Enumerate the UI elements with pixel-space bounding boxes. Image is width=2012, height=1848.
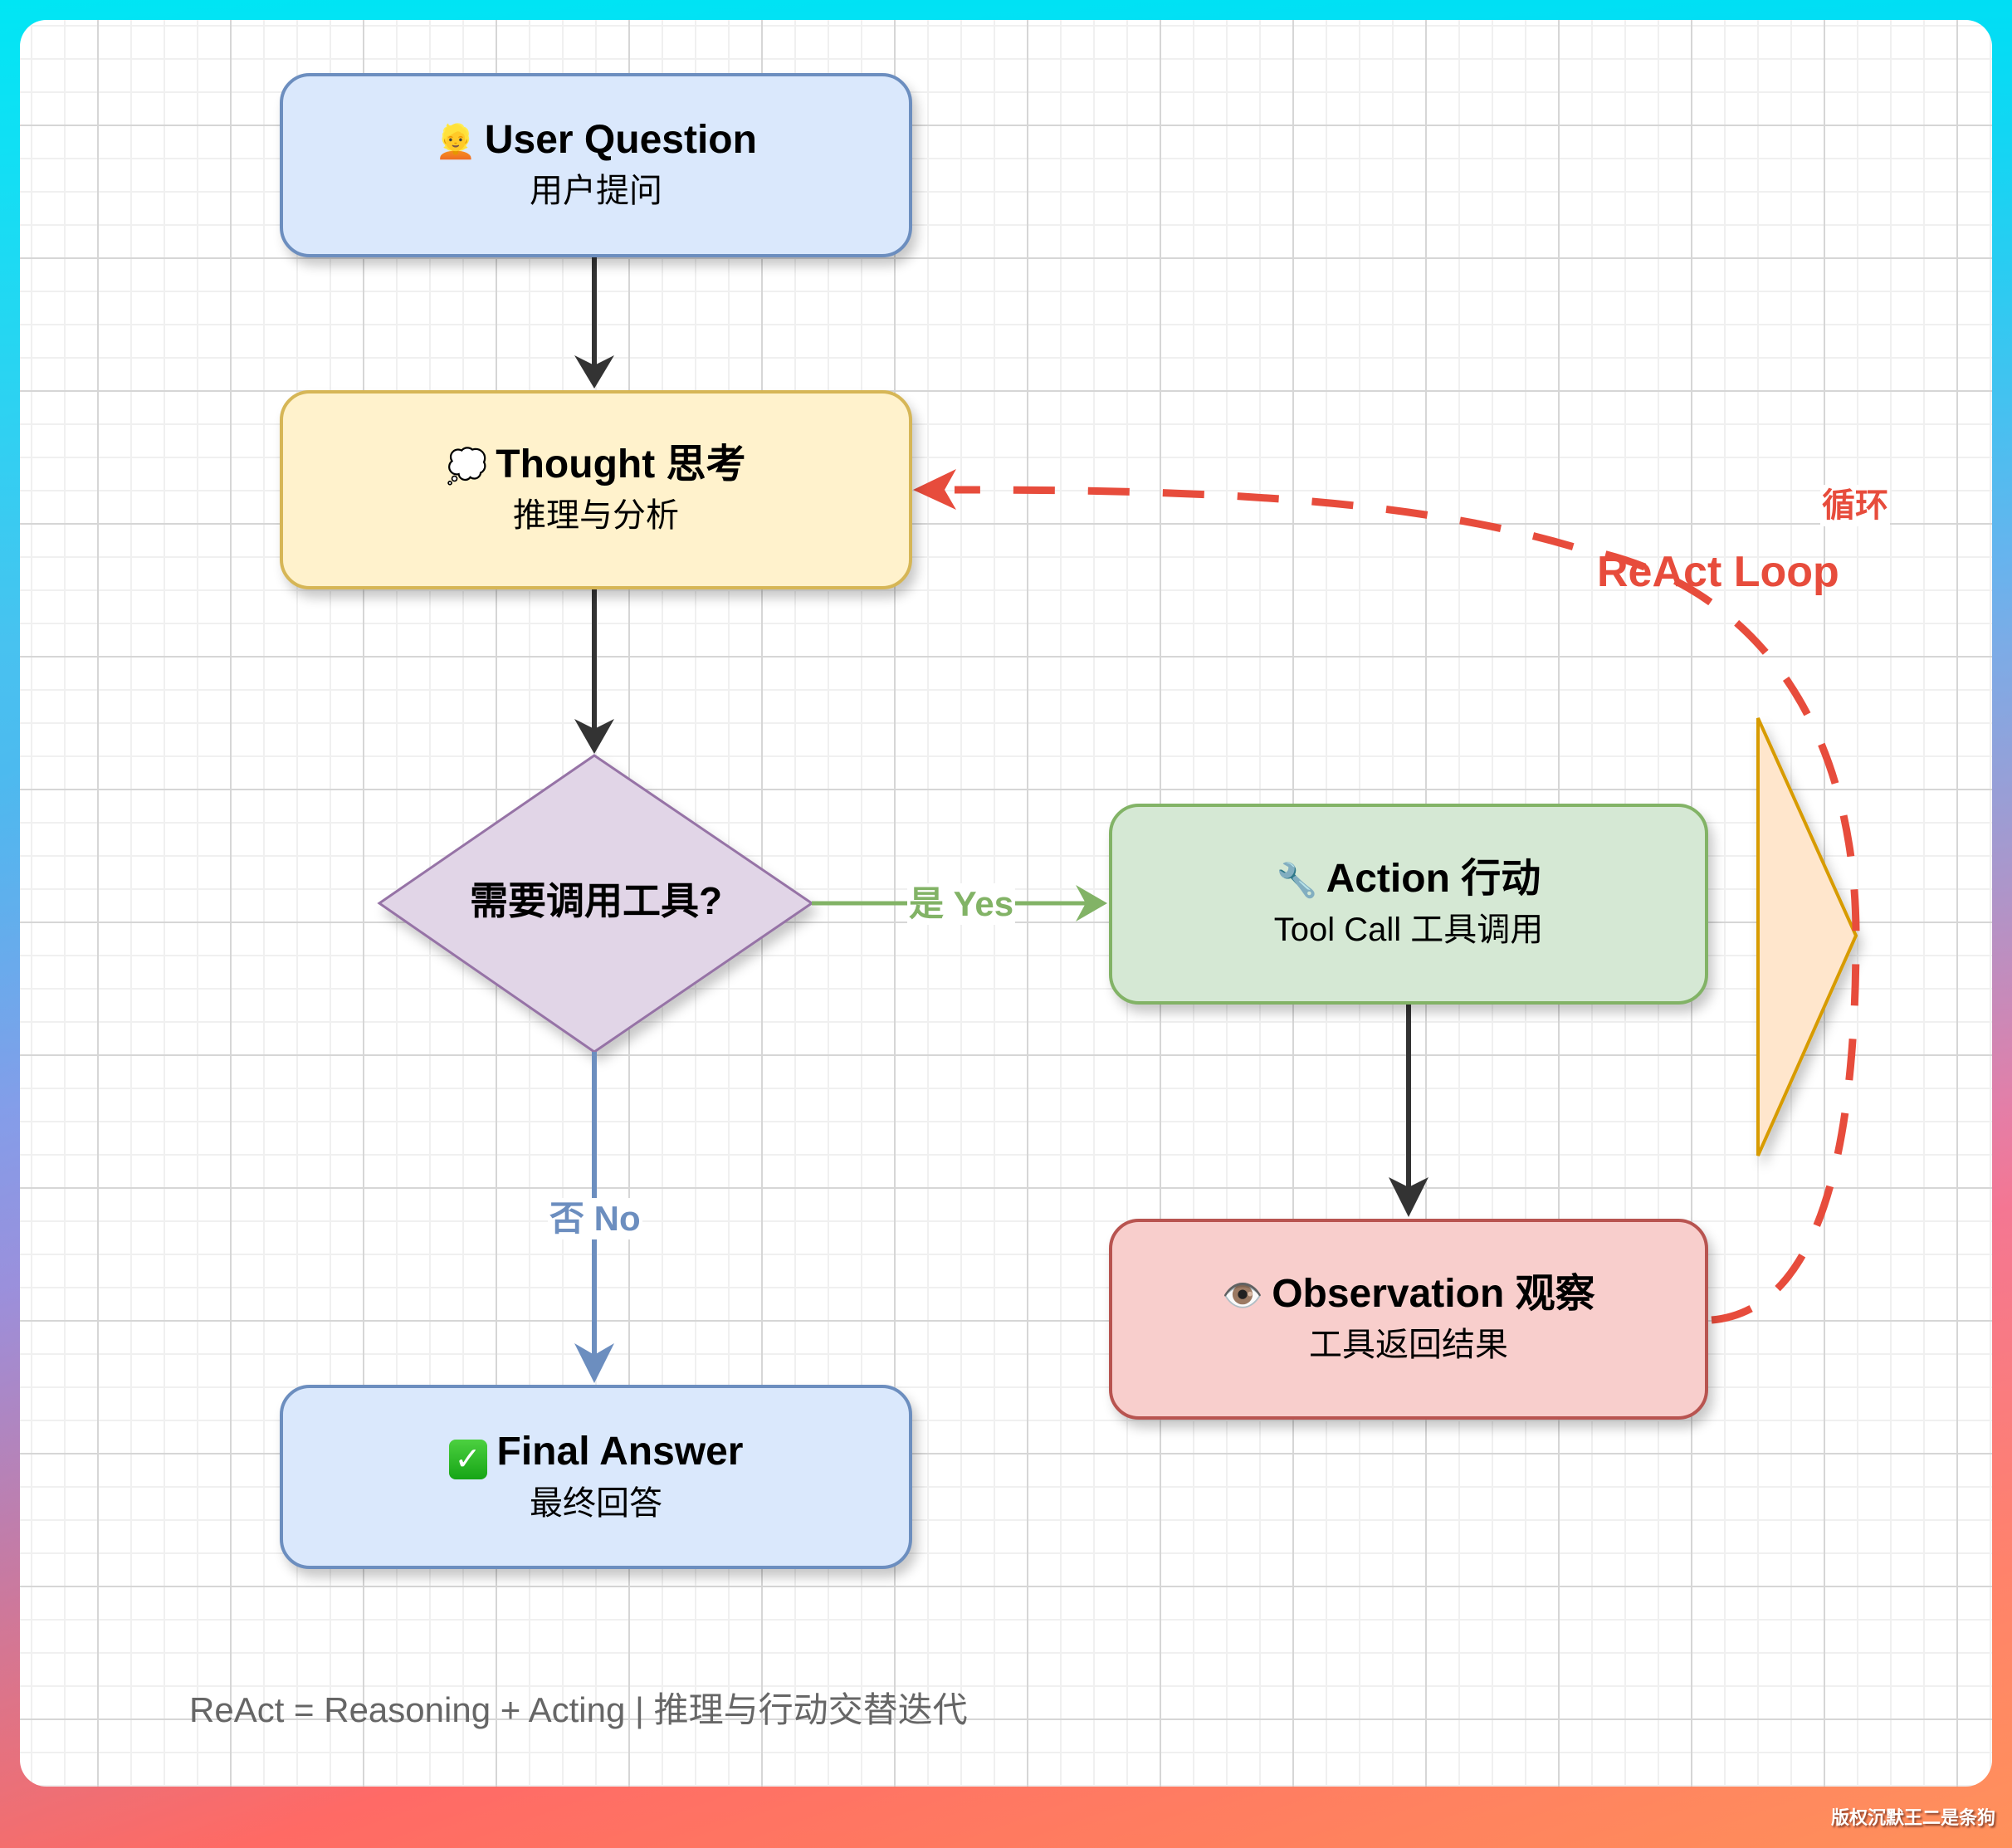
node-title: 👁️Observation 观察: [1222, 1272, 1595, 1316]
node-title: 🔧Action 行动: [1276, 857, 1541, 901]
edge-label-loop-en: ReAct Loop: [1597, 548, 1839, 596]
edge-react-loop: [913, 469, 1860, 1324]
node-action[interactable]: 🔧Action 行动 Tool Call 工具调用: [1109, 804, 1708, 1005]
edge-label-no: 否 No: [548, 1198, 642, 1239]
node-subtitle: 工具返回结果: [1309, 1327, 1508, 1363]
arrowhead-icon: [1389, 1177, 1428, 1217]
node-subtitle: Tool Call 工具调用: [1273, 912, 1544, 948]
node-observation[interactable]: 👁️Observation 观察 工具返回结果: [1109, 1219, 1708, 1420]
node-subtitle: 推理与分析: [513, 497, 679, 534]
watermark: 版权沉默王二是条狗: [1830, 1807, 1995, 1828]
loop-marker-triangle: [1756, 717, 1858, 1156]
node-subtitle: 最终回答: [530, 1484, 662, 1522]
check-mark-icon: ✓: [448, 1439, 487, 1479]
arrowhead-icon: [913, 469, 956, 510]
edge-label-loop-cn: 循环: [1820, 485, 1890, 526]
decision-label: 需要调用工具?: [469, 879, 723, 922]
edge-thought-to-decision: [574, 589, 614, 754]
arrowhead-icon: [1076, 885, 1107, 922]
eye-icon: 👁️: [1222, 1278, 1264, 1314]
node-title: 👱User Question: [435, 118, 757, 162]
node-subtitle: 用户提问: [530, 173, 662, 209]
arrowhead-icon: [574, 355, 614, 389]
diagram-caption: ReAct = Reasoning + Acting | 推理与行动交替迭代: [189, 1690, 968, 1729]
node-title: 💭Thought 思考: [446, 442, 746, 486]
arrowhead-icon: [574, 719, 614, 754]
thought-bubble-icon: 💭: [446, 448, 488, 485]
node-user-question[interactable]: 👱User Question 用户提问: [280, 73, 912, 257]
wrench-icon: 🔧: [1276, 863, 1318, 899]
edge-label-yes: 是 Yes: [907, 883, 1016, 925]
node-final-answer[interactable]: ✓Final Answer 最终回答: [280, 1385, 912, 1569]
node-thought[interactable]: 💭Thought 思考 推理与分析: [280, 390, 912, 589]
person-icon: 👱: [435, 124, 476, 160]
diagram-canvas: 👱User Question 用户提问 💭Thought 思考 推理与分析 需要…: [20, 20, 1992, 1787]
edge-user-to-thought: [574, 257, 614, 389]
arrowhead-icon: [574, 1343, 614, 1383]
edge-action-to-observation: [1389, 1005, 1428, 1217]
node-title: ✓Final Answer: [448, 1427, 743, 1479]
